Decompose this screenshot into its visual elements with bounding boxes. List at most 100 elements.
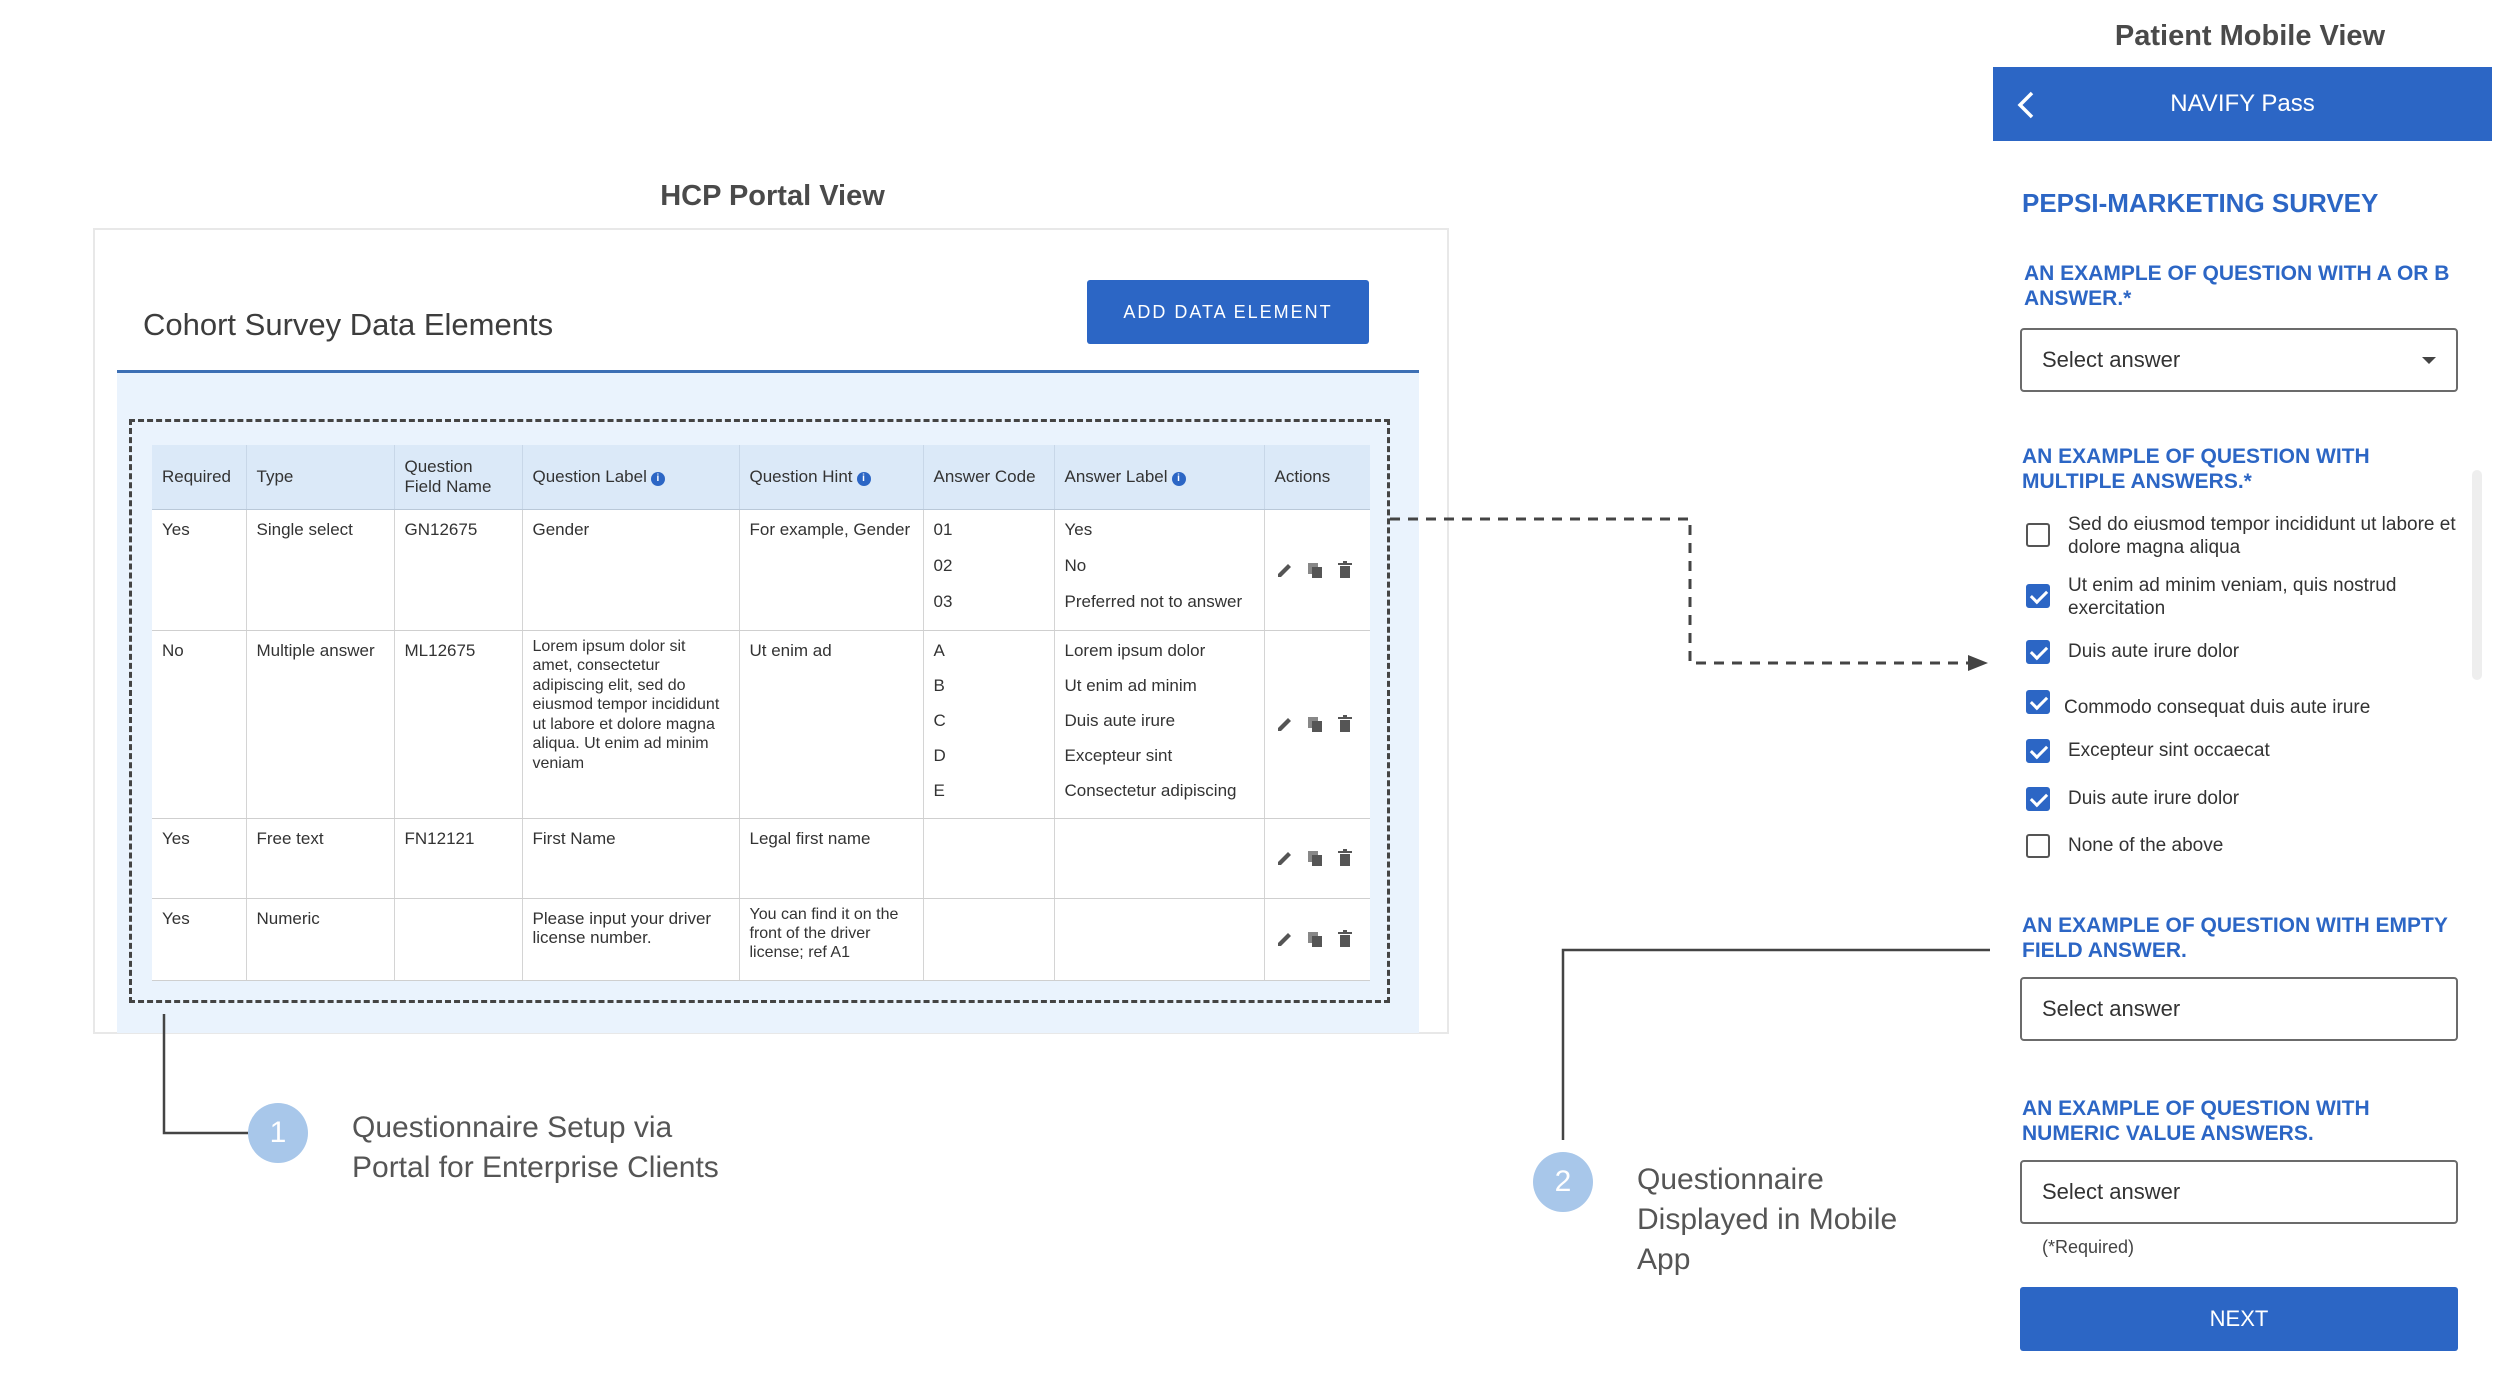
checkbox-checked[interactable] bbox=[2026, 690, 2050, 714]
question-4-title: AN EXAMPLE OF QUESTION WITH NUMERIC VALU… bbox=[2022, 1097, 2370, 1145]
edit-icon[interactable] bbox=[1275, 560, 1295, 580]
cell-answer-codes bbox=[923, 818, 1055, 899]
cell-field-name: GN12675 bbox=[394, 509, 523, 631]
arrowhead-icon bbox=[1968, 655, 1988, 671]
step1-connector bbox=[162, 1014, 248, 1135]
dropdown-caret-icon bbox=[2422, 356, 2436, 364]
cell-actions bbox=[1264, 630, 1370, 819]
checkbox-unchecked[interactable] bbox=[2026, 834, 2050, 858]
delete-icon[interactable] bbox=[1335, 848, 1355, 868]
cell-answer-codes: A B C D E bbox=[923, 630, 1055, 819]
delete-icon[interactable] bbox=[1335, 714, 1355, 734]
cell-question-hint: Ut enim ad bbox=[739, 630, 924, 819]
table-row[interactable]: No Multiple answer ML12675 Lorem ipsum d… bbox=[152, 630, 1370, 819]
info-icon[interactable]: i bbox=[650, 471, 665, 486]
answer-code: 02 bbox=[933, 555, 953, 575]
checkbox-checked[interactable] bbox=[2026, 739, 2050, 763]
question-3-input[interactable]: Select answer bbox=[2020, 977, 2458, 1041]
info-icon[interactable]: i bbox=[1171, 471, 1186, 486]
cell-question-hint: For example, Gender bbox=[739, 509, 924, 631]
step-1-caption: Questionnaire Setup via Portal for Enter… bbox=[352, 1111, 719, 1184]
table-row[interactable]: Yes Single select GN12675 Gender For exa… bbox=[152, 509, 1370, 631]
app-header bbox=[1993, 67, 2492, 141]
input-placeholder: Select answer bbox=[2042, 996, 2181, 1021]
col-header-type[interactable]: Type bbox=[246, 445, 395, 510]
checkbox-checked[interactable] bbox=[2026, 787, 2050, 811]
answer-code: 03 bbox=[933, 591, 953, 611]
cell-answer-labels bbox=[1054, 898, 1265, 981]
col-header-required[interactable]: Required bbox=[152, 445, 247, 510]
table-row[interactable]: Yes Numeric Please input your driver lic… bbox=[152, 898, 1370, 981]
checkbox-unchecked[interactable] bbox=[2026, 523, 2050, 547]
col-header-answer-code[interactable]: Answer Code bbox=[923, 445, 1055, 510]
edit-icon[interactable] bbox=[1275, 714, 1295, 734]
cell-type: Multiple answer bbox=[246, 630, 395, 819]
answer-label: Yes bbox=[1064, 519, 1093, 539]
cell-answer-codes bbox=[923, 898, 1055, 981]
question-1-title: AN EXAMPLE OF QUESTION WITH A OR B ANSWE… bbox=[2024, 262, 2450, 310]
survey-title: PEPSI-MARKETING SURVEY bbox=[2022, 188, 2379, 218]
cell-actions bbox=[1264, 509, 1370, 631]
checkbox-option[interactable]: Sed do eiusmod tempor incididunt ut labo… bbox=[2026, 513, 2456, 559]
checkbox-option[interactable]: Duis aute irure dolor bbox=[2026, 787, 2456, 811]
delete-icon[interactable] bbox=[1335, 560, 1355, 580]
add-data-element-button[interactable]: ADD DATA ELEMENT bbox=[1087, 280, 1369, 344]
cell-answer-labels: Lorem ipsum dolor Ut enim ad minim Duis … bbox=[1054, 630, 1265, 819]
question-1-select[interactable]: Select answer bbox=[2020, 328, 2458, 392]
cell-required: No bbox=[152, 630, 247, 819]
copy-icon[interactable] bbox=[1305, 560, 1325, 580]
copy-icon[interactable] bbox=[1305, 929, 1325, 949]
question-4-input[interactable]: Select answer bbox=[2020, 1160, 2458, 1224]
cell-question-label: First Name bbox=[522, 818, 740, 899]
cell-field-name: ML12675 bbox=[394, 630, 523, 819]
cell-required: Yes bbox=[152, 509, 247, 631]
edit-icon[interactable] bbox=[1275, 929, 1295, 949]
step-2-badge: 2 bbox=[1533, 1152, 1593, 1212]
checkbox-checked[interactable] bbox=[2026, 584, 2050, 608]
step-1-badge: 1 bbox=[248, 1103, 308, 1163]
input-placeholder: Select answer bbox=[2042, 1179, 2181, 1204]
answer-label: Duis aute irure bbox=[1064, 710, 1176, 730]
answer-label: Lorem ipsum dolor bbox=[1064, 640, 1206, 660]
col-header-field-name[interactable]: Question Field Name bbox=[394, 445, 523, 510]
cell-answer-labels: Yes No Preferred not to answer bbox=[1054, 509, 1265, 631]
answer-code: B bbox=[933, 675, 945, 695]
answer-label: Consectetur adipiscing bbox=[1064, 780, 1237, 800]
back-arrow-icon[interactable] bbox=[2012, 88, 2040, 122]
cell-actions bbox=[1264, 818, 1370, 899]
cell-answer-labels bbox=[1054, 818, 1265, 899]
checkbox-option[interactable]: Duis aute irure dolor bbox=[2026, 640, 2456, 664]
question-2-title: AN EXAMPLE OF QUESTION WITH MULTIPLE ANS… bbox=[2022, 445, 2370, 493]
checkbox-option[interactable]: Excepteur sint occaecat bbox=[2026, 739, 2456, 763]
checkbox-option[interactable]: Commodo consequat duis aute irure bbox=[2026, 690, 2456, 720]
dashed-arrow-connector bbox=[1390, 517, 1972, 665]
col-header-actions: Actions bbox=[1264, 445, 1370, 510]
next-button[interactable]: NEXT bbox=[2020, 1287, 2458, 1351]
cell-question-label: Gender bbox=[522, 509, 740, 631]
checkbox-option[interactable]: Ut enim ad minim veniam, quis nostrud ex… bbox=[2026, 574, 2456, 620]
checkbox-option[interactable]: None of the above bbox=[2026, 834, 2456, 858]
cell-question-label: Please input your driver license number. bbox=[522, 898, 740, 981]
table-header-row: Required Type Question Field Name Questi… bbox=[152, 445, 1370, 510]
answer-label: No bbox=[1064, 555, 1087, 575]
app-title: NAVIFY Pass bbox=[2170, 90, 2315, 117]
delete-icon[interactable] bbox=[1335, 929, 1355, 949]
cell-field-name: FN12121 bbox=[394, 818, 523, 899]
checkbox-checked[interactable] bbox=[2026, 640, 2050, 664]
copy-icon[interactable] bbox=[1305, 714, 1325, 734]
answer-code: C bbox=[933, 710, 946, 730]
copy-icon[interactable] bbox=[1305, 848, 1325, 868]
info-icon[interactable]: i bbox=[856, 471, 871, 486]
required-note: (*Required) bbox=[2042, 1237, 2135, 1257]
scrollbar[interactable] bbox=[2472, 470, 2482, 680]
answer-label: Preferred not to answer bbox=[1064, 591, 1243, 611]
heading-divider bbox=[117, 370, 1419, 373]
answer-code: 01 bbox=[933, 519, 953, 539]
table-row[interactable]: Yes Free text FN12121 First Name Legal f… bbox=[152, 818, 1370, 899]
cell-required: Yes bbox=[152, 898, 247, 981]
edit-icon[interactable] bbox=[1275, 848, 1295, 868]
